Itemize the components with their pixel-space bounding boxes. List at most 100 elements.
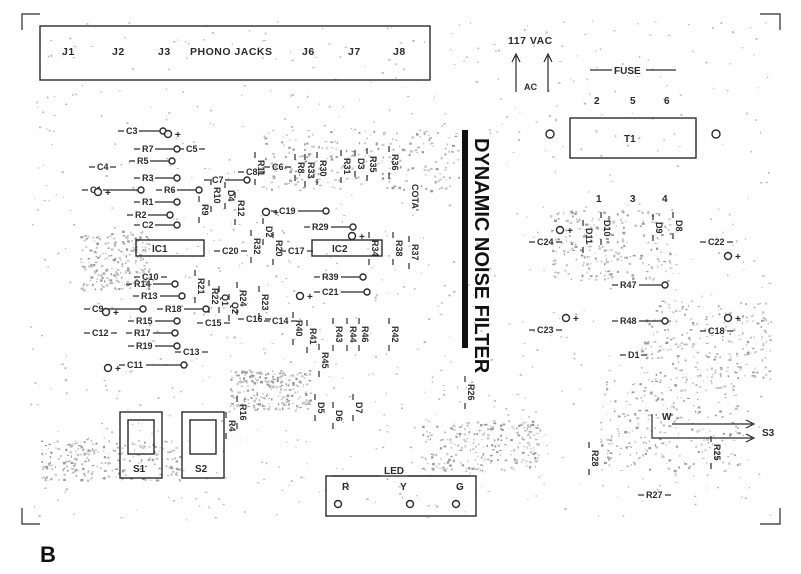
speckle-dot <box>234 372 236 374</box>
speckle-dot <box>108 455 110 458</box>
speckle-dot <box>37 106 39 109</box>
speckle-dot <box>761 339 763 341</box>
speckle-dot <box>430 453 434 455</box>
speckle-dot <box>722 144 724 146</box>
speckle-dot <box>172 387 174 389</box>
speckle-dot <box>87 479 89 482</box>
speckle-dot <box>443 385 445 387</box>
speckle-dot <box>618 433 620 435</box>
speckle-dot <box>628 262 632 265</box>
speckle-dot <box>705 389 707 392</box>
speckle-dot <box>609 355 610 357</box>
speckle-dot <box>526 446 529 449</box>
part-label-c7: C7 <box>212 175 224 185</box>
speckle-dot <box>281 230 284 232</box>
speckle-dot <box>255 371 258 374</box>
speckle-dot <box>452 425 456 428</box>
speckle-dot <box>718 208 720 210</box>
speckle-dot <box>436 425 439 428</box>
speckle-dot <box>253 382 257 385</box>
speckle-dot <box>543 270 545 271</box>
speckle-dot <box>435 504 437 507</box>
speckle-dot <box>349 396 352 398</box>
speckle-dot <box>422 426 425 428</box>
speckle-dot <box>576 218 578 220</box>
speckle-dot <box>449 185 451 188</box>
speckle-dot <box>280 398 283 401</box>
speckle-dot <box>382 177 385 180</box>
solder-pad <box>661 281 669 289</box>
transformer-pin: 5 <box>630 96 636 107</box>
speckle-dot <box>305 391 307 394</box>
speckle-dot <box>401 497 404 499</box>
speckle-dot <box>71 468 74 470</box>
speckle-dot <box>43 258 47 261</box>
solder-pad <box>723 313 733 323</box>
speckle-dot <box>760 395 763 398</box>
speckle-dot <box>622 515 625 517</box>
speckle-dot <box>427 516 430 519</box>
speckle-dot <box>511 425 514 428</box>
speckle-dot <box>738 366 740 368</box>
speckle-dot <box>752 371 755 374</box>
speckle-dot <box>666 337 669 339</box>
speckle-dot <box>128 460 131 462</box>
speckle-dot <box>120 250 123 253</box>
speckle-dot <box>675 289 677 291</box>
speckle-dot <box>669 267 673 269</box>
speckle-dot <box>149 283 152 285</box>
speckle-dot <box>621 238 624 241</box>
speckle-dot <box>300 178 303 181</box>
speckle-dot <box>437 305 439 307</box>
speckle-dot <box>640 366 643 369</box>
speckle-dot <box>711 374 714 376</box>
speckle-dot <box>129 371 132 373</box>
speckle-dot <box>388 172 390 174</box>
speckle-dot <box>381 160 383 163</box>
speckle-dot <box>265 395 268 397</box>
speckle-dot <box>606 438 610 441</box>
speckle-dot <box>242 241 245 243</box>
speckle-dot <box>665 270 667 273</box>
speckle-dot <box>102 450 105 452</box>
transformer-pin: 6 <box>664 96 670 107</box>
speckle-dot <box>264 374 267 376</box>
speckle-dot <box>288 389 291 391</box>
speckle-dot <box>289 170 292 174</box>
solder-pad <box>103 363 113 373</box>
speckle-dot <box>173 41 176 43</box>
speckle-dot <box>237 189 239 191</box>
speckle-dot <box>645 409 648 412</box>
speckle-dot <box>404 149 407 152</box>
speckle-dot <box>295 384 299 386</box>
speckle-dot <box>515 459 518 462</box>
speckle-dot <box>617 240 619 244</box>
speckle-dot <box>544 150 546 152</box>
speckle-dot <box>464 445 467 448</box>
speckle-dot <box>547 453 549 455</box>
speckle-dot <box>570 241 573 244</box>
speckle-dot <box>674 300 677 302</box>
speckle-dot <box>334 187 336 189</box>
speckle-dot <box>681 308 684 310</box>
speckle-dot <box>574 244 577 246</box>
speckle-dot <box>340 289 342 292</box>
speckle-dot <box>151 432 153 435</box>
speckle-dot <box>269 405 271 408</box>
speckle-dot <box>716 353 719 355</box>
part-label-r35: R35 <box>368 156 378 173</box>
speckle-dot <box>81 265 84 268</box>
speckle-dot <box>153 363 154 365</box>
speckle-dot <box>257 482 259 484</box>
speckle-dot <box>615 224 618 227</box>
speckle-dot <box>657 357 660 359</box>
speckle-dot <box>103 379 106 382</box>
speckle-dot <box>765 341 768 344</box>
speckle-dot <box>436 180 440 183</box>
part-label-c4: C4 <box>97 162 109 172</box>
speckle-dot <box>51 477 53 480</box>
speckle-dot <box>237 404 239 406</box>
speckle-dot <box>493 422 497 425</box>
speckle-dot <box>483 432 485 435</box>
speckle-dot <box>702 439 705 441</box>
